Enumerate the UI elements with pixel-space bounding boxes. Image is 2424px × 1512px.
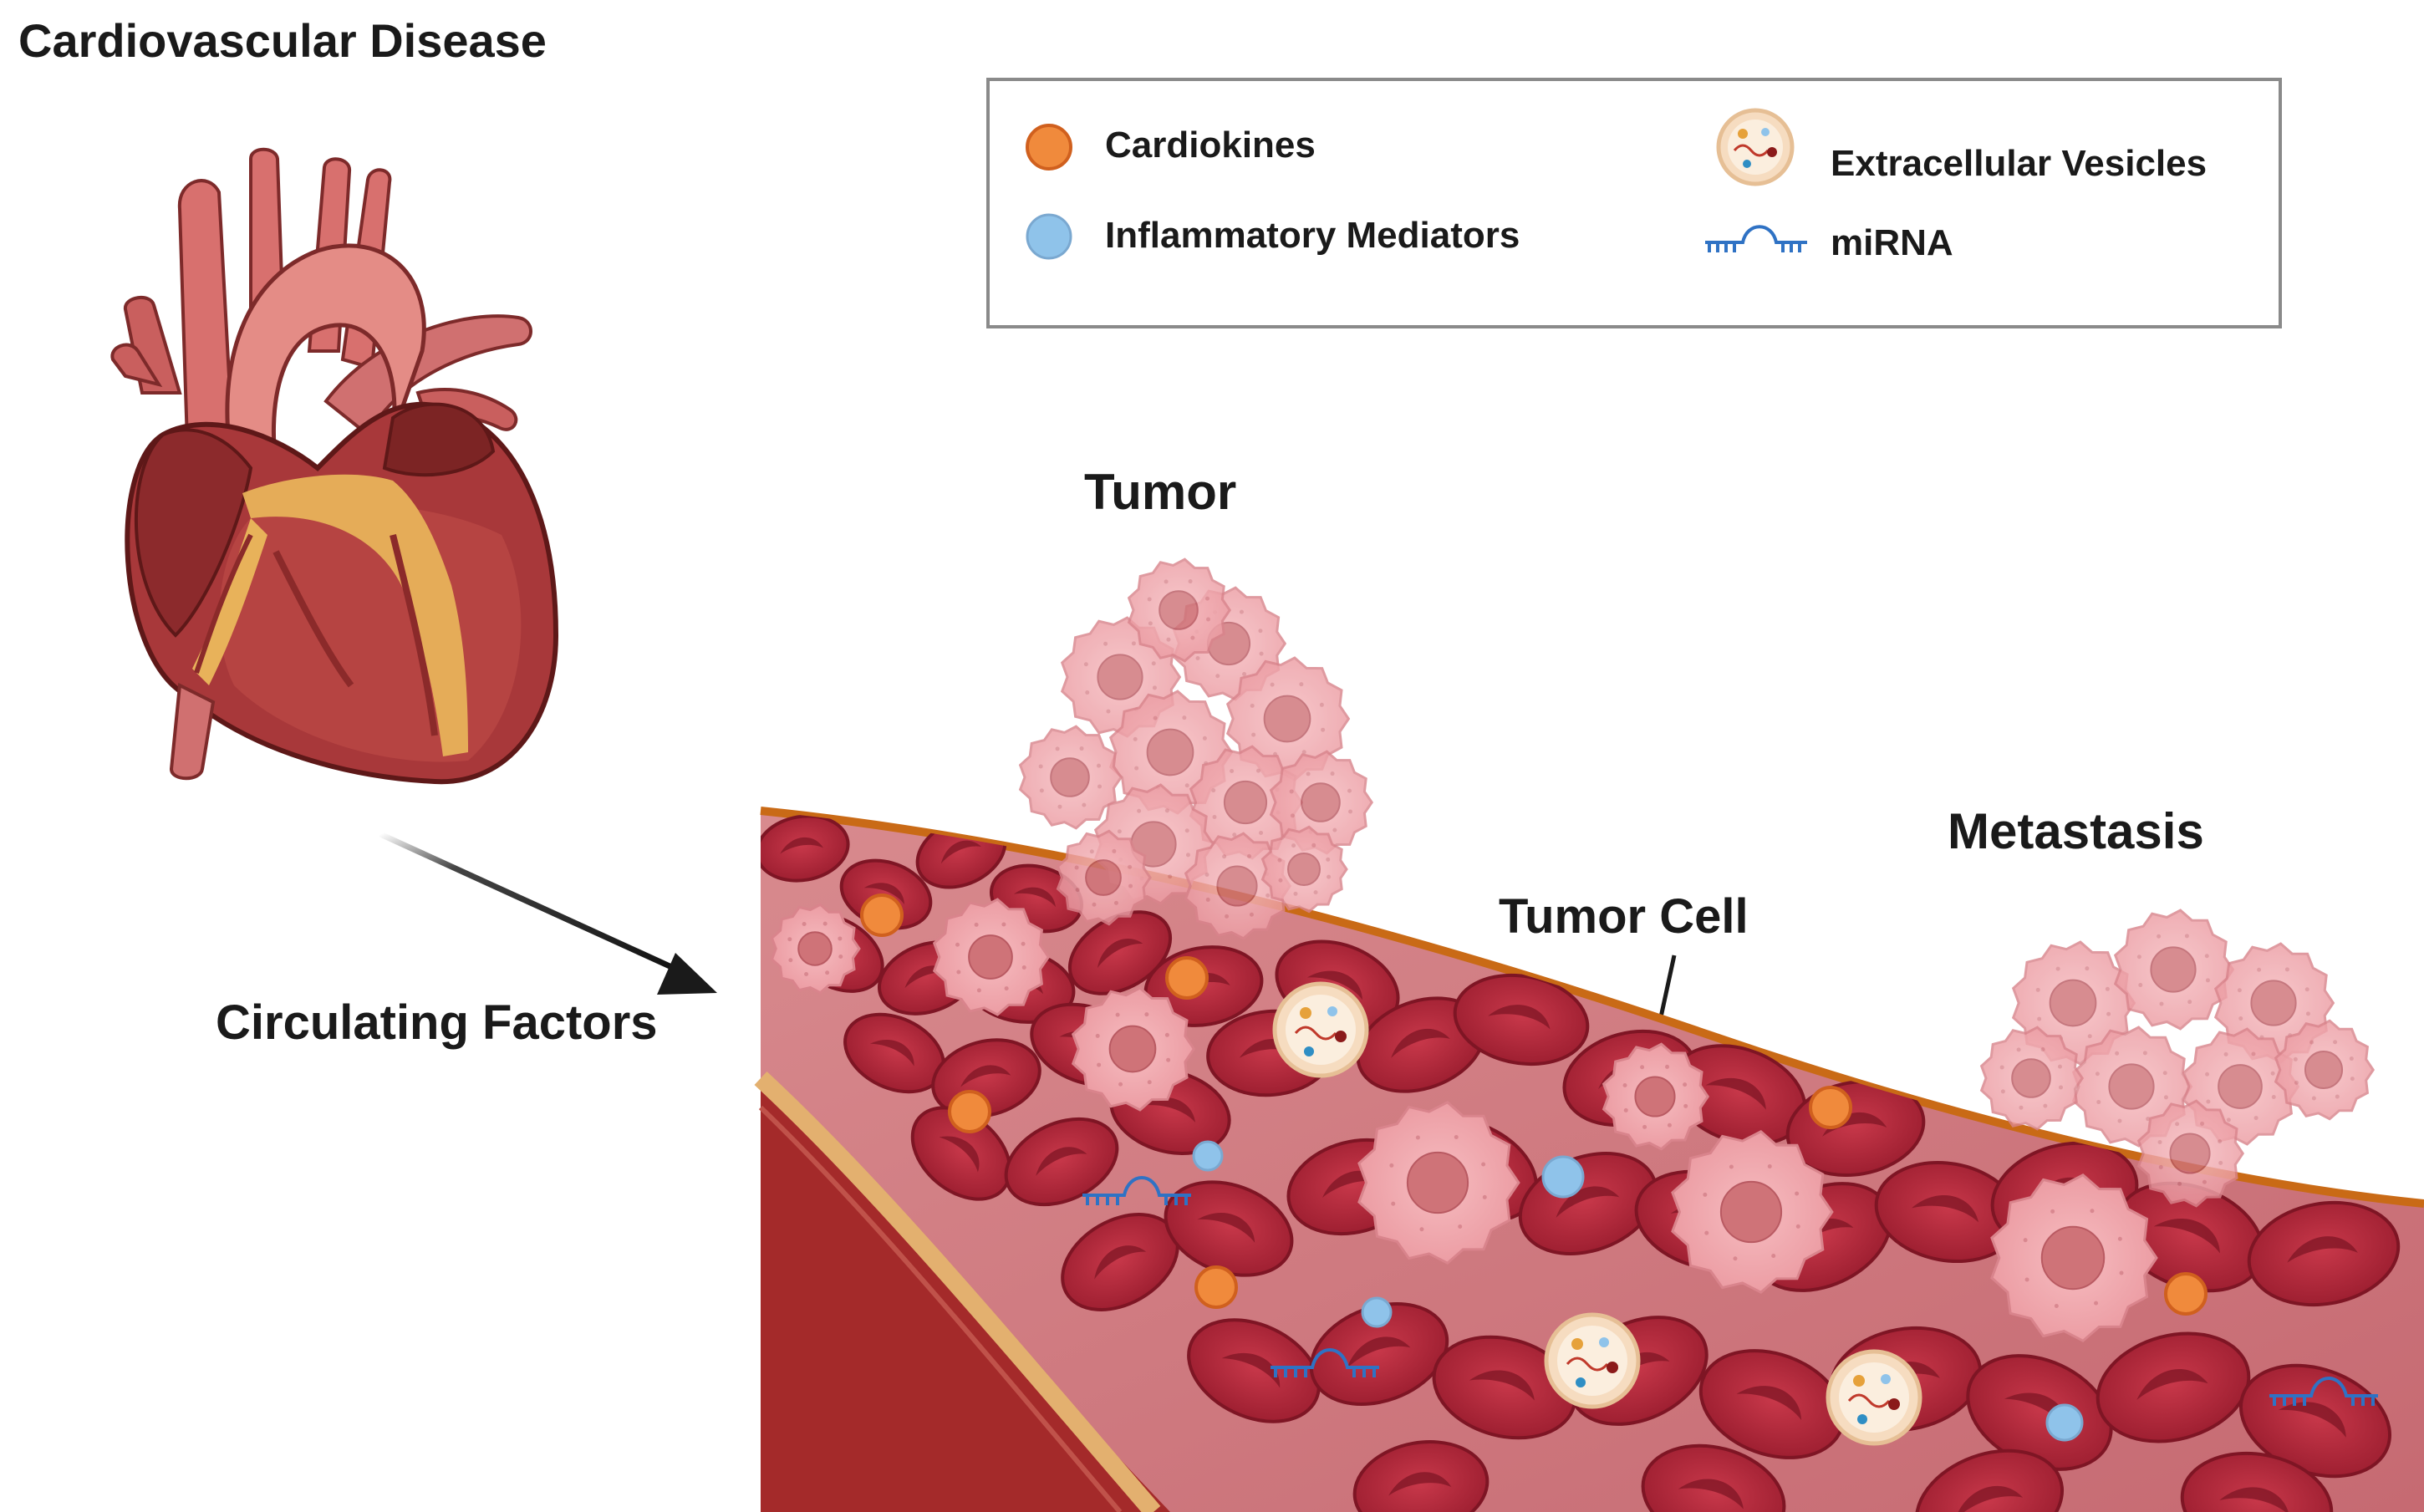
red-blood-cell [1004,1117,1119,1207]
tumor-cell [1071,986,1196,1112]
red-blood-cell [1187,1318,1321,1423]
metastasis-mass [1979,909,2376,1208]
extracellular-vesicle [1826,1349,1922,1446]
tumor-cell [1127,557,1232,663]
legend: Cardiokines Inflammatory Mediators Extra… [986,78,2282,328]
red-blood-cell [761,814,850,883]
extracellular-vesicle [1272,981,1369,1078]
tumor-cell [1671,1129,1834,1295]
cardiokine-particle [860,893,904,937]
inflammatory-mediator-particle [1192,1140,1224,1172]
vesicle-icon [1716,108,1795,186]
tumor-cell [1189,745,1304,860]
tumor-cell [2274,1019,2376,1121]
red-blood-cell [1874,1160,2021,1264]
cardiokine-particle [1809,1086,1852,1129]
tumor-cell [1979,1026,2085,1131]
red-blood-cell [1352,1440,1490,1512]
blue-dot-icon [1026,213,1072,260]
red-blood-cell [2180,1451,2334,1512]
mirna-strand [1271,1348,1379,1377]
legend-label-cardiokines: Cardiokines [1105,125,1316,165]
tumor-cell [1260,825,1348,914]
mirna-strand [1082,1176,1191,1205]
tumor-mass [1018,557,1374,940]
red-blood-cell [2096,1331,2251,1443]
tumor-cell [2136,1099,2245,1208]
inflammatory-mediator-particle [1361,1296,1393,1328]
page-title: Cardiovascular Disease [18,14,547,67]
circulating-factors-label: Circulating Factors [216,995,658,1050]
metastasis-label: Metastasis [1948,803,2204,859]
tumor-cell [1018,725,1123,830]
cardiokine-particle [1165,956,1209,1000]
orange-dot-icon [1026,124,1072,171]
legend-label-mirna: miRNA [1831,222,1953,263]
legend-label-inflammatory-mediators: Inflammatory Mediators [1105,215,1520,256]
cardiokine-particle [2164,1272,2208,1316]
inflammatory-mediator-particle [2045,1403,2084,1442]
red-blood-cell [1641,1443,1786,1512]
tumor-cell [1357,1100,1520,1265]
tumor-cell [1225,656,1351,781]
red-blood-cell [2247,1200,2401,1307]
mirna-strand [2269,1377,2378,1406]
tumor-cell [1056,829,1152,926]
tumor-cell-label: Tumor Cell [1499,889,1749,944]
red-blood-cell [1914,1448,2065,1512]
red-blood-cell [1453,973,1590,1067]
tumor-cell [2113,909,2235,1031]
extracellular-vesicle [1544,1312,1641,1409]
tumor-cell [1990,1173,2158,1342]
tumor-label: Tumor [1084,464,1236,520]
legend-label-extracellular-vesicles: Extracellular Vesicles [1831,143,2207,184]
tumor-cell [770,903,861,995]
tumor-cell [932,898,1051,1016]
tumor-cell [1602,1042,1710,1151]
cardiokine-particle [1194,1265,1238,1309]
mirna-icon [1705,225,1807,252]
red-blood-cell [1067,910,1173,995]
inflammatory-mediator-particle [1541,1155,1585,1199]
tumor-cell [1269,750,1374,855]
flow-arrow [379,831,717,995]
heart-illustration [110,147,559,785]
cardiokine-particle [948,1090,991,1133]
legend-box [986,78,2282,328]
